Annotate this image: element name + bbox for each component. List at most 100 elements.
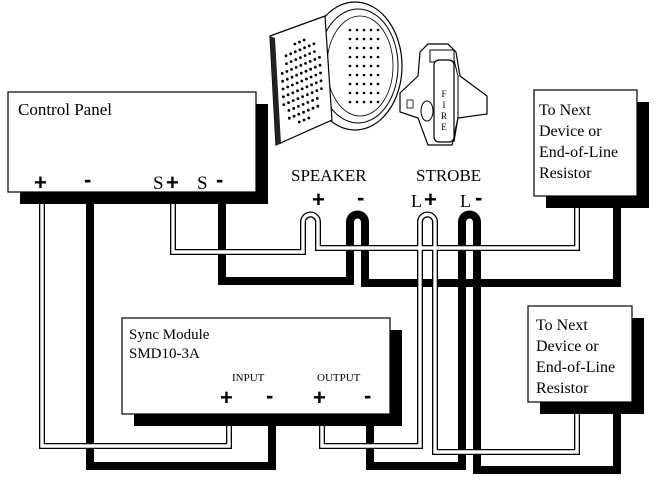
speaker-grille-dot <box>369 28 373 32</box>
sync-output-pos-label: + <box>313 385 326 410</box>
speaker-grille-dot <box>369 46 373 50</box>
speaker-grille-dot <box>310 83 313 87</box>
strobe-terminals <box>417 210 481 223</box>
speaker-grille-dot <box>376 100 380 104</box>
speaker-grille-dot <box>376 55 380 59</box>
speaker-grille-dot <box>348 55 352 59</box>
next-device-top-line-4: Resistor <box>539 165 592 182</box>
sync-input-pos-label: + <box>220 385 233 410</box>
speaker-grille-dot <box>309 75 313 79</box>
speaker-grille-dot <box>376 64 380 68</box>
panel-spos-prefix: S <box>153 173 164 194</box>
speaker-grille-dot <box>296 97 300 100</box>
speaker-grille-dot <box>362 55 366 59</box>
speaker-grille-dot <box>295 73 298 77</box>
speaker-grille-dot <box>376 28 380 32</box>
strobe-lettering-i: I <box>443 100 446 110</box>
speaker-grille-dot <box>355 73 359 77</box>
speaker-grille-dot <box>348 82 352 86</box>
speaker-grille-dot <box>311 99 314 102</box>
speaker-grille-dot <box>282 95 285 99</box>
speaker-grille-dot <box>302 110 305 114</box>
speaker-labels: SPEAKER + - <box>291 166 367 212</box>
speaker-grille-dot <box>314 73 318 77</box>
speaker-grille-dot <box>306 93 309 96</box>
speaker-neg-label: - <box>357 185 364 210</box>
speaker-grille-dot <box>286 93 290 97</box>
speaker-grille-dot <box>319 71 322 75</box>
speaker-grille-dot <box>297 112 301 116</box>
strobe-pos-prefix: L <box>411 191 422 211</box>
speaker-grille-dot <box>355 91 359 95</box>
speaker-grille-dot <box>369 64 373 68</box>
speaker-grille-dot <box>306 108 310 112</box>
speaker-grille-dot <box>292 114 296 118</box>
strobe-lettering-f: F <box>441 89 446 99</box>
speaker-grille-dot <box>362 73 366 77</box>
strobe-neg-sign: - <box>475 185 482 210</box>
speaker-grille-dot <box>302 38 306 42</box>
speaker-grille-dot <box>313 50 316 53</box>
speaker-grille-dot <box>297 105 300 108</box>
control-panel: Control Panel + - S + S - <box>7 91 268 204</box>
speaker-grille-dot <box>298 48 302 52</box>
speaker-grille-dot <box>355 37 359 41</box>
wire-speaker-neg-to-next-device <box>361 200 621 287</box>
speaker-grille-dot <box>313 65 317 69</box>
speaker-grille-dot <box>319 79 323 83</box>
speaker-grille-dot <box>355 100 359 104</box>
panel-neg-terminal-label: - <box>84 167 91 192</box>
speaker-grille-dot <box>305 85 309 89</box>
sync-output-label: OUTPUT <box>317 372 361 384</box>
speaker-grille-dot <box>297 120 301 124</box>
strobe-neg-prefix: L <box>460 191 471 211</box>
speaker-grille-dot <box>292 107 296 110</box>
speaker-grille-dot <box>309 67 312 71</box>
speaker-grille-dot <box>291 91 295 95</box>
speaker-grille-dot <box>311 106 315 110</box>
speaker-grille-dot <box>348 28 352 32</box>
strobe-pos-sign: + <box>424 187 437 212</box>
speaker-grille-dot <box>281 79 284 83</box>
speaker-grille-dot <box>293 42 297 46</box>
speaker-grille-dot <box>300 87 304 91</box>
speaker-grille-dot <box>289 52 293 56</box>
speaker-grille-dot <box>369 100 373 104</box>
speaker-grille-dot <box>307 44 311 48</box>
speaker-grille-dot <box>286 85 290 89</box>
speaker-grille-dot <box>291 83 294 87</box>
speaker-grille-dot <box>301 103 305 106</box>
speaker-grille-dot <box>305 77 308 81</box>
sync-module: Sync Module SMD10-3A INPUT OUTPUT + - + … <box>121 317 402 426</box>
speaker-grille-dot <box>287 109 291 112</box>
speaker-grille-dot <box>355 64 359 68</box>
next-device-top-box <box>533 89 638 197</box>
speaker-grille-dot <box>376 46 380 50</box>
speaker-grille-dot <box>287 116 291 120</box>
speaker-grille-dot <box>310 91 314 94</box>
speaker-grille-dot <box>355 46 359 50</box>
panel-sneg-sign: - <box>216 167 223 192</box>
speaker-grille-dot <box>280 72 284 75</box>
panel-pos-terminal-label: + <box>34 170 47 195</box>
speaker-pos-label: + <box>312 187 325 212</box>
speaker-grille-dot <box>348 37 352 41</box>
speaker-grille-dot <box>307 116 311 120</box>
next-device-bottom-line-2: Device or <box>536 338 599 355</box>
strobe-labels: STROBE L + L - <box>411 166 482 212</box>
strobe-lettering-e: E <box>441 122 447 132</box>
speaker-grille-dot <box>308 60 312 63</box>
speaker-grille-dot <box>299 64 303 67</box>
speaker-grille-dot <box>362 100 366 104</box>
speaker-title: SPEAKER <box>291 166 367 185</box>
next-device-bottom-box <box>527 305 633 403</box>
sync-input-neg-label: - <box>266 383 273 408</box>
speaker-grille-dot <box>285 77 289 81</box>
speaker-grille-dot <box>355 28 359 32</box>
speaker-grille-dot <box>291 99 295 102</box>
speaker-grille-dot <box>296 89 299 93</box>
speaker-grille-dot <box>362 64 366 68</box>
speaker-grille-dot <box>376 73 380 77</box>
speaker-grille-dot <box>295 81 299 85</box>
